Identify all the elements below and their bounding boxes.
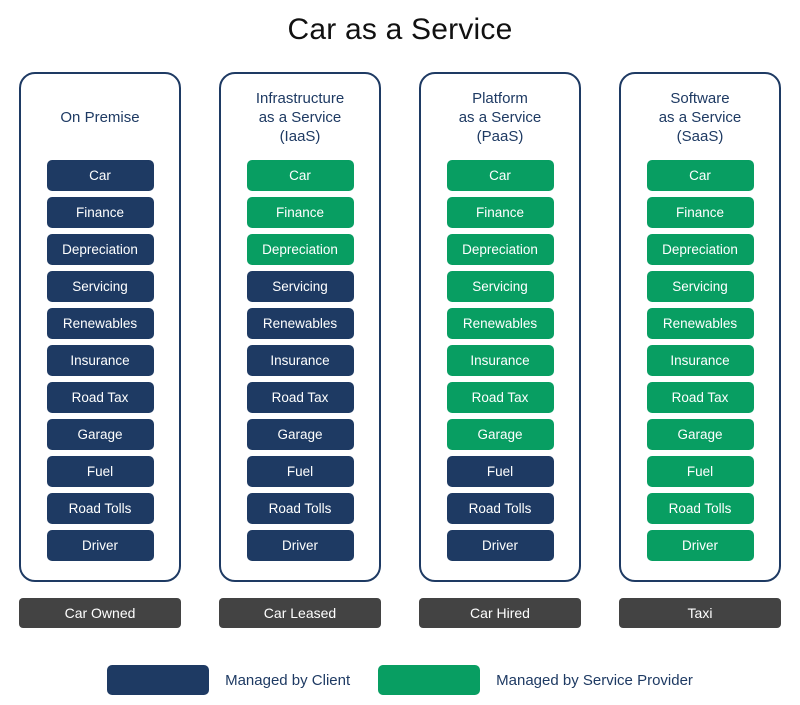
responsibility-pill[interactable]: Depreciation — [246, 234, 354, 265]
legend-item: Managed by Service Provider — [378, 665, 693, 695]
responsibility-pill[interactable]: Driver — [646, 530, 754, 561]
service-card-title-line: as a Service — [658, 108, 742, 126]
responsibility-pill[interactable]: Servicing — [246, 271, 354, 302]
responsibility-pill[interactable]: Renewables — [246, 308, 354, 339]
responsibility-pill[interactable]: Insurance — [446, 345, 554, 376]
legend-swatch-client — [107, 665, 210, 695]
responsibility-pill[interactable]: Fuel — [646, 456, 754, 487]
responsibility-pill[interactable]: Servicing — [646, 271, 754, 302]
responsibility-pill[interactable]: Fuel — [446, 456, 554, 487]
responsibility-pill[interactable]: Car — [46, 160, 154, 191]
service-card-title-line: Platform — [472, 89, 528, 107]
legend-item: Managed by Client — [107, 665, 350, 695]
legend-label: Managed by Client — [225, 671, 351, 689]
responsibility-pill[interactable]: Renewables — [446, 308, 554, 339]
responsibility-pill[interactable]: Driver — [246, 530, 354, 561]
responsibility-pill[interactable]: Garage — [646, 419, 754, 450]
responsibility-pill[interactable]: Insurance — [246, 345, 354, 376]
responsibility-pill[interactable]: Road Tolls — [246, 493, 354, 524]
service-card-title-line: Software — [670, 89, 730, 107]
responsibility-pill[interactable]: Road Tolls — [646, 493, 754, 524]
responsibility-pill[interactable]: Driver — [446, 530, 554, 561]
responsibility-pill[interactable]: Car — [446, 160, 554, 191]
responsibility-pill[interactable]: Servicing — [446, 271, 554, 302]
responsibility-pill[interactable]: Garage — [46, 419, 154, 450]
responsibility-pill[interactable]: Renewables — [46, 308, 154, 339]
responsibility-pill[interactable]: Fuel — [246, 456, 354, 487]
service-card-title-line: Infrastructure — [255, 89, 345, 107]
responsibility-pill[interactable]: Depreciation — [46, 234, 154, 265]
legend: Managed by Client Managed by Service Prov… — [0, 665, 800, 695]
service-card-title-line: (IaaS) — [279, 127, 321, 145]
responsibility-pill[interactable]: Road Tax — [46, 382, 154, 413]
responsibility-pill[interactable]: Road Tolls — [446, 493, 554, 524]
service-card-title-line: (SaaS) — [676, 127, 724, 145]
service-card-title: On Premise — [29, 74, 171, 160]
responsibility-pill[interactable]: Insurance — [46, 345, 154, 376]
delivery-model-bar: Car Owned — [19, 598, 181, 628]
responsibility-pill[interactable]: Garage — [246, 419, 354, 450]
responsibility-pill[interactable]: Road Tax — [646, 382, 754, 413]
responsibility-pill[interactable]: Road Tax — [246, 382, 354, 413]
responsibility-pill[interactable]: Servicing — [46, 271, 154, 302]
responsibility-pill[interactable]: Renewables — [646, 308, 754, 339]
service-card-title-line: as a Service — [458, 108, 542, 126]
responsibility-pill[interactable]: Finance — [646, 197, 754, 228]
responsibility-pill[interactable]: Road Tax — [446, 382, 554, 413]
responsibility-pill[interactable]: Road Tolls — [46, 493, 154, 524]
responsibility-pill[interactable]: Car — [246, 160, 354, 191]
delivery-model-bar: Taxi — [619, 598, 781, 628]
service-card-title-line: (PaaS) — [476, 127, 524, 145]
delivery-model-bar: Car Hired — [419, 598, 581, 628]
responsibility-pill[interactable]: Insurance — [646, 345, 754, 376]
delivery-model-footers: Car Owned Car Leased Car Hired Taxi — [19, 598, 781, 628]
legend-swatch-provider — [378, 665, 481, 695]
responsibility-pill[interactable]: Driver — [46, 530, 154, 561]
page-title: Car as a Service — [287, 13, 513, 46]
delivery-model-bar: Car Leased — [219, 598, 381, 628]
responsibility-pill[interactable]: Finance — [46, 197, 154, 228]
responsibility-pill[interactable]: Depreciation — [446, 234, 554, 265]
responsibility-pill[interactable]: Finance — [446, 197, 554, 228]
responsibility-pill[interactable]: Finance — [246, 197, 354, 228]
service-card-title-line: On Premise — [60, 108, 140, 126]
responsibility-pill[interactable]: Depreciation — [646, 234, 754, 265]
legend-label: Managed by Service Provider — [496, 671, 693, 689]
responsibility-pill[interactable]: Fuel — [46, 456, 154, 487]
service-card-title-line: as a Service — [258, 108, 342, 126]
responsibility-pill[interactable]: Car — [646, 160, 754, 191]
responsibility-pill[interactable]: Garage — [446, 419, 554, 450]
